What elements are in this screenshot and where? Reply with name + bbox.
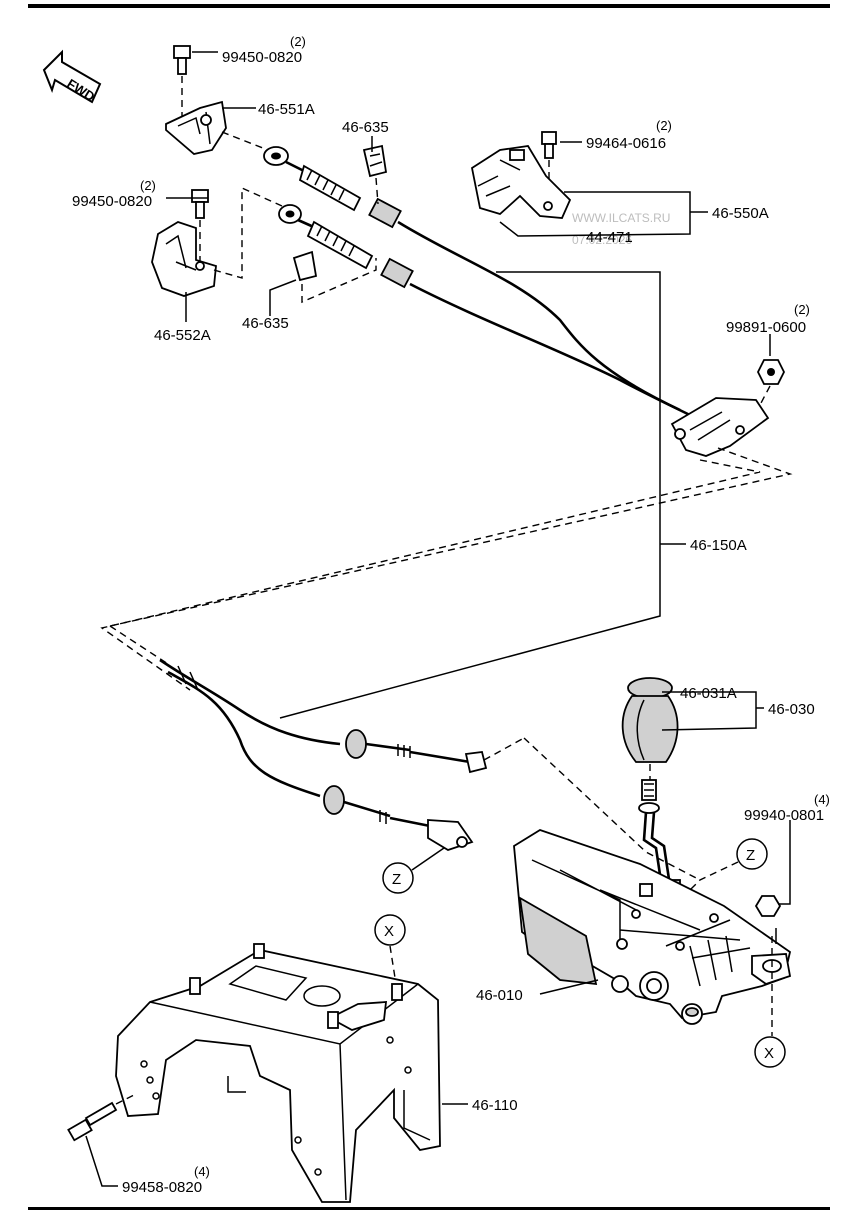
clip-lower-icon bbox=[292, 250, 318, 282]
marker-x-top: X bbox=[374, 914, 406, 946]
qty-99464-0616: (2) bbox=[656, 118, 672, 133]
marker-x-right: X bbox=[754, 1036, 786, 1068]
label-99458-0820: 99458-0820 bbox=[122, 1179, 202, 1196]
shifter-assembly-icon bbox=[513, 829, 792, 1025]
watermark-site: WWW.ILCATS.RU bbox=[572, 211, 670, 225]
label-46-551a: 46-551A bbox=[258, 101, 315, 118]
label-46-150a: 46-150A bbox=[690, 537, 747, 554]
label-46-552a: 46-552A bbox=[154, 327, 211, 344]
cable-end-lower-icon bbox=[278, 204, 701, 422]
marker-z-right: Z bbox=[736, 838, 768, 870]
nut-icon bbox=[754, 895, 782, 917]
bracket-46-551a-icon bbox=[165, 100, 227, 155]
console-bracket-icon bbox=[115, 943, 441, 1203]
marker-z-left: Z bbox=[382, 862, 414, 894]
qty-99450-0820-left: (2) bbox=[140, 178, 156, 193]
cable-bracket-right-icon bbox=[670, 397, 770, 457]
label-46-550a: 46-550A bbox=[712, 205, 769, 222]
label-99940-0801: 99940-0801 bbox=[744, 807, 824, 824]
label-46-635-bottom: 46-635 bbox=[242, 315, 289, 332]
marker-z-left-text: Z bbox=[392, 871, 401, 888]
label-99891-0600: 99891-0600 bbox=[726, 319, 806, 336]
qty-99450-0820-top: (2) bbox=[290, 34, 306, 49]
marker-z-right-text: Z bbox=[746, 847, 755, 864]
qty-99458-0820: (4) bbox=[194, 1164, 210, 1179]
bolt-icon bbox=[191, 189, 209, 219]
label-46-030: 46-030 bbox=[768, 701, 815, 718]
watermark-date: 07.02.2026 bbox=[572, 233, 632, 247]
top-border bbox=[28, 4, 830, 8]
label-46-635-top: 46-635 bbox=[342, 119, 389, 136]
clip-upper-icon bbox=[362, 144, 388, 178]
fwd-arrow-icon: FWD bbox=[42, 49, 102, 104]
label-99450-0820-left: 99450-0820 bbox=[72, 193, 152, 210]
bracket-46-550a-icon bbox=[470, 145, 572, 219]
bolt-icon bbox=[541, 131, 557, 159]
label-99464-0616: 99464-0616 bbox=[586, 135, 666, 152]
marker-x-right-text: X bbox=[764, 1045, 774, 1062]
label-46-031a: 46-031A bbox=[680, 685, 737, 702]
bolt-icon bbox=[67, 1101, 118, 1142]
bottom-border bbox=[28, 1207, 830, 1210]
qty-99940-0801: (4) bbox=[814, 792, 830, 807]
bolt-icon bbox=[173, 45, 191, 75]
label-46-010: 46-010 bbox=[476, 987, 523, 1004]
label-44-471: 44-471 bbox=[586, 229, 633, 246]
marker-x-top-text: X bbox=[384, 923, 394, 940]
cable-end-upper-icon bbox=[263, 146, 681, 412]
bracket-46-552a-icon bbox=[151, 221, 217, 297]
shift-knob-icon bbox=[621, 677, 679, 763]
label-46-110: 46-110 bbox=[472, 1097, 518, 1114]
qty-99891-0600: (2) bbox=[794, 302, 810, 317]
label-99450-0820-top: 99450-0820 bbox=[222, 49, 302, 66]
lower-cables-icon bbox=[159, 658, 488, 851]
nut-icon bbox=[756, 359, 786, 385]
